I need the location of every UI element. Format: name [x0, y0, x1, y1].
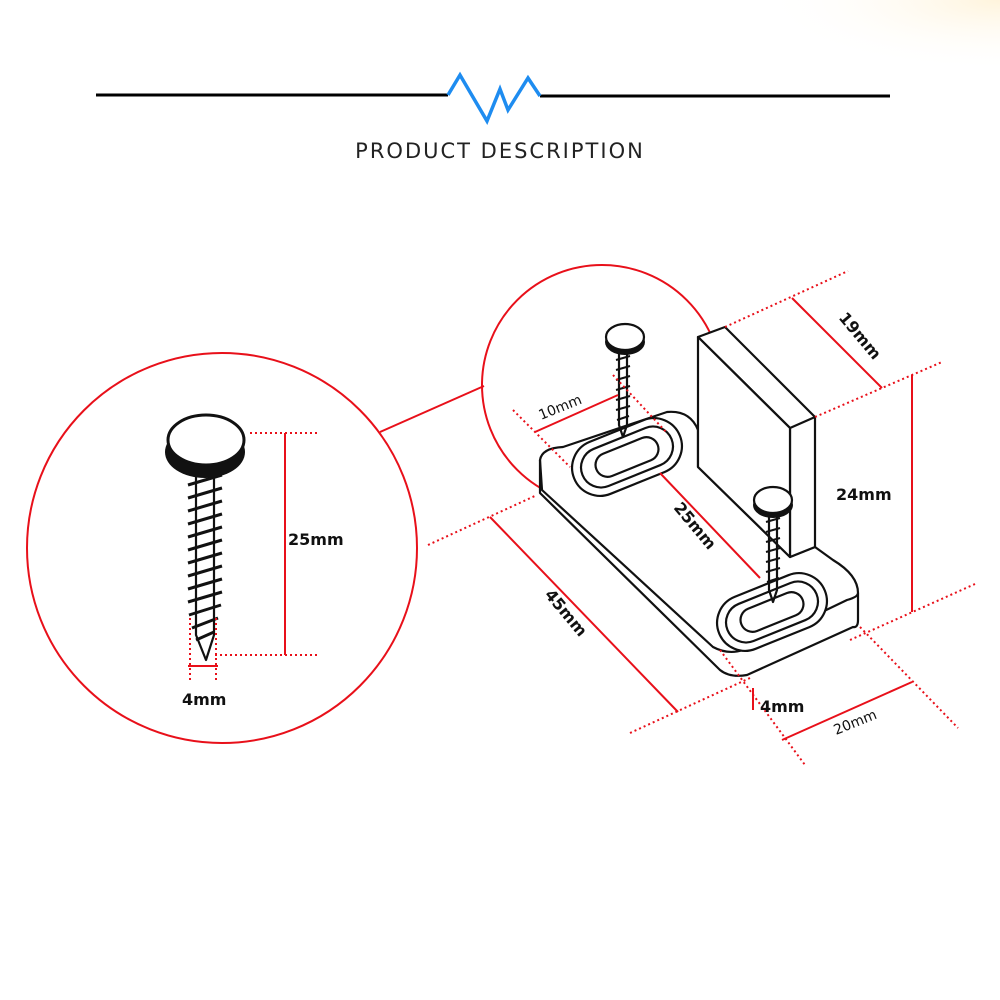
screw-diameter-label: 4mm: [182, 690, 226, 709]
screw-length-label: 25mm: [288, 530, 344, 549]
slot-label: 10mm: [537, 392, 585, 424]
screw-icon: [165, 413, 246, 662]
thickness-label: 4mm: [760, 697, 804, 716]
screw-icon-1: [604, 322, 646, 439]
header-divider: [96, 71, 890, 125]
screw-detail: [26, 352, 418, 744]
slot-2: [716, 572, 828, 652]
spacing-dimension-line: [659, 472, 761, 579]
detail-circle: [26, 352, 418, 744]
depth-label: 19mm: [835, 308, 885, 363]
slot-dimension-line: [534, 394, 619, 433]
slot-1: [571, 417, 683, 497]
width-dimension-line: [781, 681, 913, 741]
screw-icon-2: [752, 485, 794, 604]
width-label: 20mm: [832, 707, 880, 739]
corner-glow: [600, 0, 1000, 120]
height-label: 24mm: [836, 485, 892, 504]
depth-dimension-line: [791, 297, 883, 389]
zigzag-icon: [446, 71, 542, 125]
bracket-drawing: [427, 264, 976, 766]
length-dimension-line: [489, 516, 679, 713]
callout-connector: [379, 385, 485, 433]
page-title: PRODUCT DESCRIPTION: [355, 139, 645, 163]
